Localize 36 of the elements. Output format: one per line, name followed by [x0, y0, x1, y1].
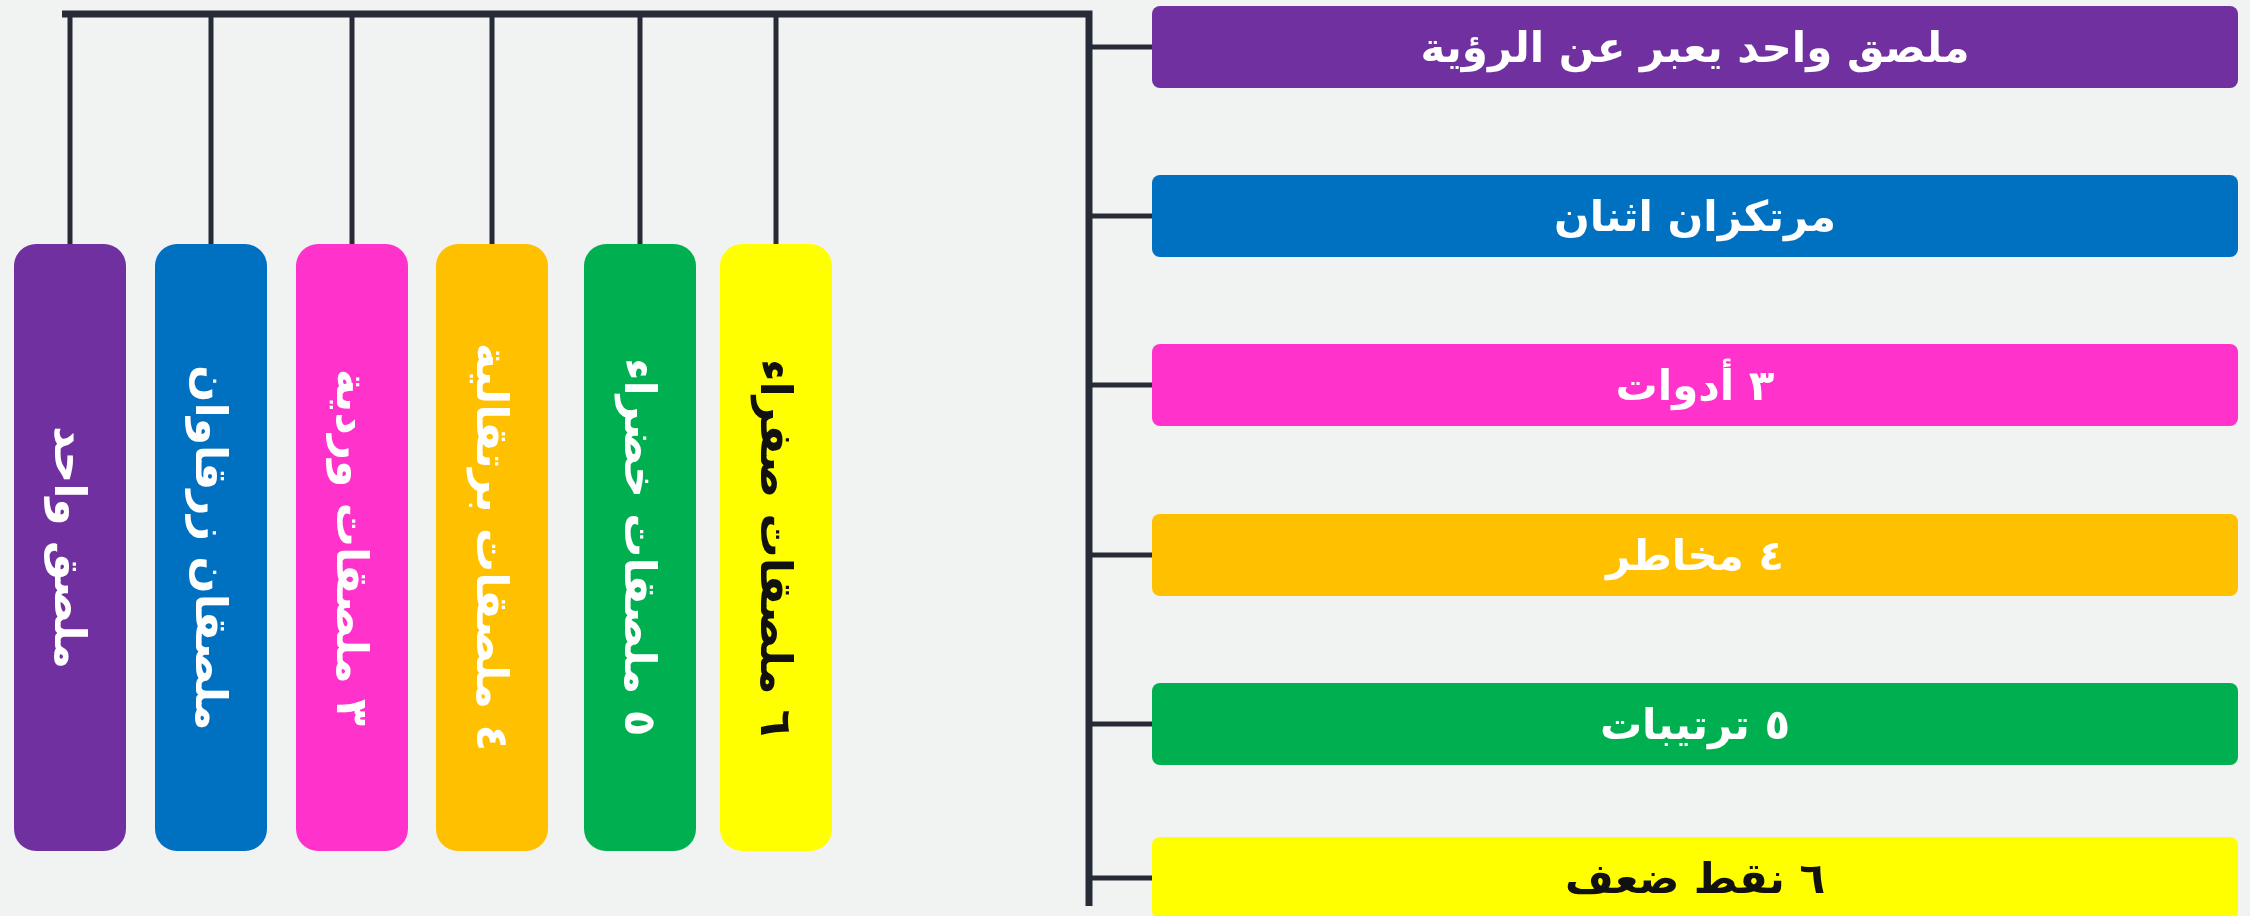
- label-text: ٤ مخاطر: [1606, 530, 1784, 580]
- connector-line: [208, 14, 214, 244]
- connector-line: [1089, 875, 1152, 881]
- connector-line: [1089, 213, 1152, 219]
- connector-line: [67, 14, 73, 244]
- connector-line: [637, 14, 643, 244]
- connector-line: [489, 14, 495, 244]
- vertical-box: [14, 244, 126, 851]
- label-text: ٥ ملصقات خضراء: [614, 358, 666, 737]
- connector-line: [1089, 382, 1152, 388]
- label-bar: [1152, 175, 2238, 257]
- label-text: ٣ أدوات: [1615, 360, 1775, 410]
- label-bar: [1152, 514, 2238, 596]
- label-text: ٥ ترتيبات: [1599, 699, 1791, 749]
- label-text: مرتكزان اثنان: [1553, 191, 1837, 241]
- vertical-box: [296, 244, 408, 851]
- label-text: ملصق واحد يعبر عن الرؤية: [1420, 22, 1970, 72]
- label-bar: [1152, 837, 2238, 916]
- vertical-box: [436, 244, 548, 851]
- label-text: ملصقان زرقاوان: [185, 364, 237, 731]
- connector-line: [1089, 44, 1152, 50]
- connector-line: [773, 14, 779, 244]
- label-text: ٦ ملصقات صفراء: [750, 358, 802, 737]
- vertical-box: [584, 244, 696, 851]
- label-bar: [1152, 683, 2238, 765]
- label-text: ٦ نقط ضعف: [1564, 853, 1826, 903]
- label-text: ٣ ملصقات وردية: [326, 369, 378, 726]
- label-text: ٤ ملصقات برتقالية: [466, 343, 518, 752]
- connector-line: [1089, 721, 1152, 727]
- connector-line: [349, 14, 355, 244]
- connector-line: [1089, 552, 1152, 558]
- vertical-box: [720, 244, 832, 851]
- vertical-box: [155, 244, 267, 851]
- label-bar: [1152, 6, 2238, 88]
- label-bar: [1152, 344, 2238, 426]
- label-text: ملصق واحد: [44, 425, 96, 670]
